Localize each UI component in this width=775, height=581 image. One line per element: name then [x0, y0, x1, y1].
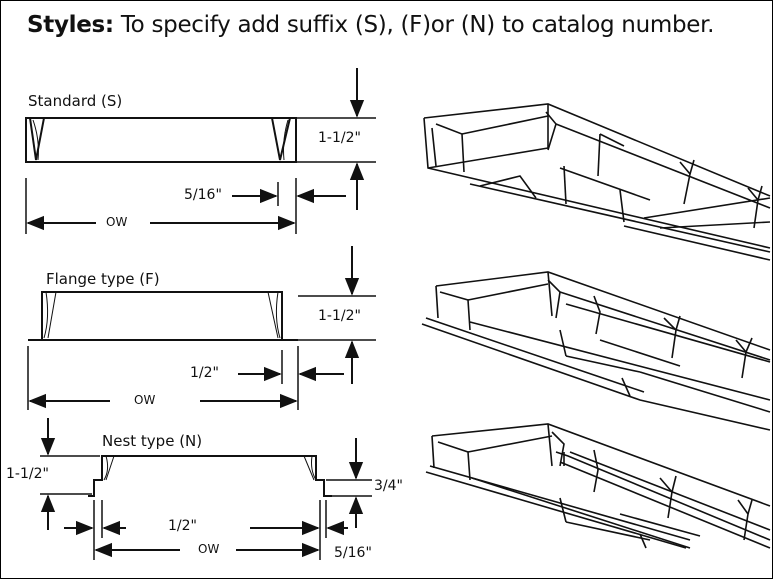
nest-width-dim: OW: [198, 542, 220, 556]
flange-label: Flange type (F): [46, 270, 160, 288]
standard-isometric: [423, 103, 771, 261]
flange-width-dim: OW: [134, 393, 156, 407]
standard-width-dim: OW: [106, 215, 128, 229]
nest-label: Nest type (N): [102, 432, 203, 450]
standard-dimensions: [25, 68, 376, 234]
title-bold: Styles:: [27, 12, 114, 38]
standard-height-dim: 1-1/2": [318, 130, 361, 146]
nest-isometric: [425, 423, 771, 549]
standard-label: Standard (S): [28, 92, 123, 110]
nest-left-height-dim: 1-1/2": [6, 466, 49, 482]
flange-offset-dim: 1/2": [190, 365, 219, 381]
nest-right-offset-dim: 5/16": [334, 545, 372, 561]
nest-profile: [88, 455, 332, 497]
title-text: To specify add suffix (S), (F)or (N) to …: [120, 12, 715, 38]
nest-offset-dim: 1/2": [168, 518, 197, 534]
nest-right-height-dim: 3/4": [374, 478, 403, 494]
standard-offset-dim: 5/16": [184, 187, 222, 203]
page-title: Styles: To specify add suffix (S), (F)or…: [27, 12, 714, 38]
standard-profile: [25, 117, 297, 163]
flange-dimensions: [27, 246, 376, 410]
flange-isometric: [421, 271, 771, 431]
flange-profile: [28, 291, 298, 341]
nest-dimensions: [40, 418, 372, 560]
flange-height-dim: 1-1/2": [318, 308, 361, 324]
